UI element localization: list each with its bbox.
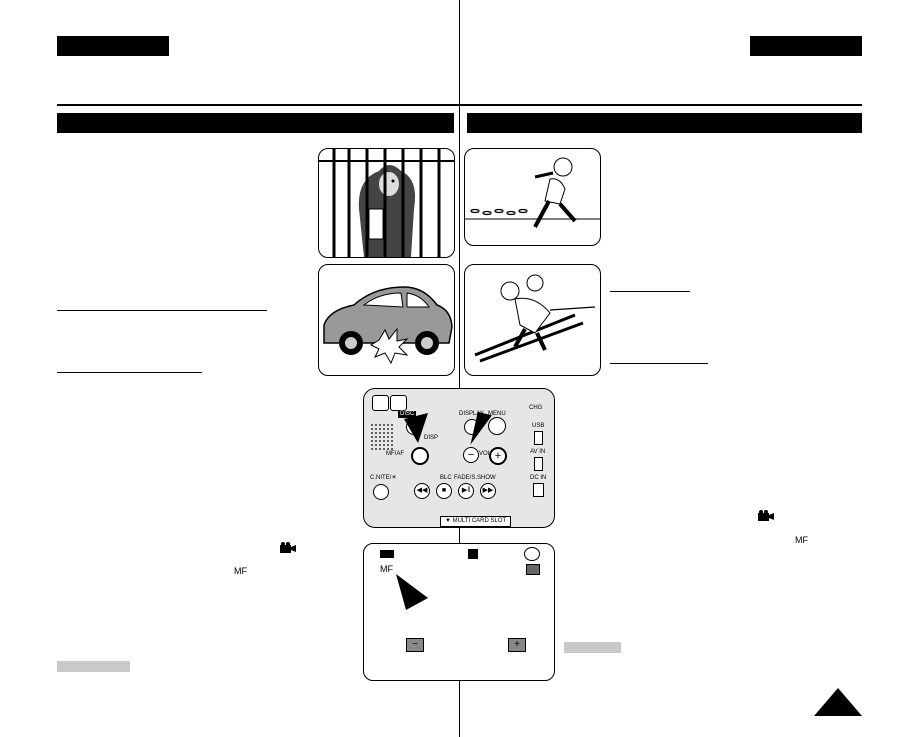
page-corner-triangle [814,688,862,716]
mf-af-label: MF/AF [386,451,404,457]
disc-label: DISC [398,411,417,418]
car-drawing [323,286,453,365]
usb-label: USB [532,423,545,429]
camcorder-button-panel: DISC DISPLAY MENU DISP MF/AF VOL − + C.N… [363,388,555,528]
vol-plus-button[interactable]: + [489,447,507,465]
running-person-drawing [465,157,600,228]
mf-indicator: MF [380,564,393,574]
vol-label: VOL [479,451,492,457]
illustration-car [318,264,455,376]
lcd-pointer-triangle [396,574,428,610]
rewind-button[interactable]: ◀◀ [414,483,430,499]
dc-in-label: DC IN [530,475,547,481]
camera-mode-glyph-right [758,510,774,521]
disp-label: DISP [424,435,439,441]
minus-button-icon: − [406,638,424,652]
circle-indicator-icon [524,547,540,561]
section-bar-left [57,113,454,133]
note-box-left [57,661,130,672]
illustration-running-person [464,148,601,246]
lcd-screen-panel: MF − + [363,543,555,681]
camera-mode-icon [280,540,296,553]
language-tab-right [750,36,862,56]
play-pause-button[interactable]: ▶‖ [458,483,474,499]
mf-af-button[interactable] [411,447,429,465]
speaker-grille [370,423,394,451]
av-in-label: AV IN [530,449,546,455]
language-tab-left [57,36,169,56]
gorilla-cage-drawing [319,149,454,257]
subheading-underline-4 [610,363,708,364]
stop-button[interactable]: ■ [436,483,452,499]
section-bar-right [467,113,862,133]
usb-port[interactable] [534,431,543,445]
battery-icon [380,550,394,558]
vol-minus-button[interactable]: − [463,447,479,463]
subheading-underline-3 [610,291,690,292]
blc-label: BLC [440,475,452,481]
subheading-underline-1 [57,310,267,311]
mf-inline-icon: MF [234,566,247,576]
chg-label: CHG [529,405,543,411]
tape-icon [526,564,540,575]
fade-sshow-label: FADE/S.SHOW [454,475,496,481]
multi-card-slot-label: ▼ MULTI CARD SLOT [440,516,512,527]
mode-indicator-icon [468,549,478,559]
camera-mode-glyph [280,542,296,553]
illustration-skier [464,264,601,376]
plus-button-icon: + [508,638,526,652]
mf-inline-icon-right: MF [795,535,808,545]
illustration-gorilla-cage [318,148,455,258]
header-rule [57,104,862,106]
av-in-port[interactable] [534,457,543,471]
menu-button[interactable] [488,417,506,435]
callout-box-1 [372,395,389,411]
c-nite-button[interactable] [373,484,389,500]
fast-forward-button[interactable]: ▶▶ [480,483,496,499]
menu-label: MENU [488,411,506,417]
dc-in-port[interactable] [533,483,544,497]
display-label: DISPLAY [459,411,484,417]
camera-mode-icon-right [758,508,774,521]
callout-box-2 [390,395,407,411]
c-nite-label: C.NITE/☀ [370,475,397,481]
note-box-right [564,642,621,653]
pointer-arrows [404,411,492,445]
center-divider [459,0,460,737]
skier-drawing [474,274,596,363]
subheading-underline-2 [57,372,202,373]
